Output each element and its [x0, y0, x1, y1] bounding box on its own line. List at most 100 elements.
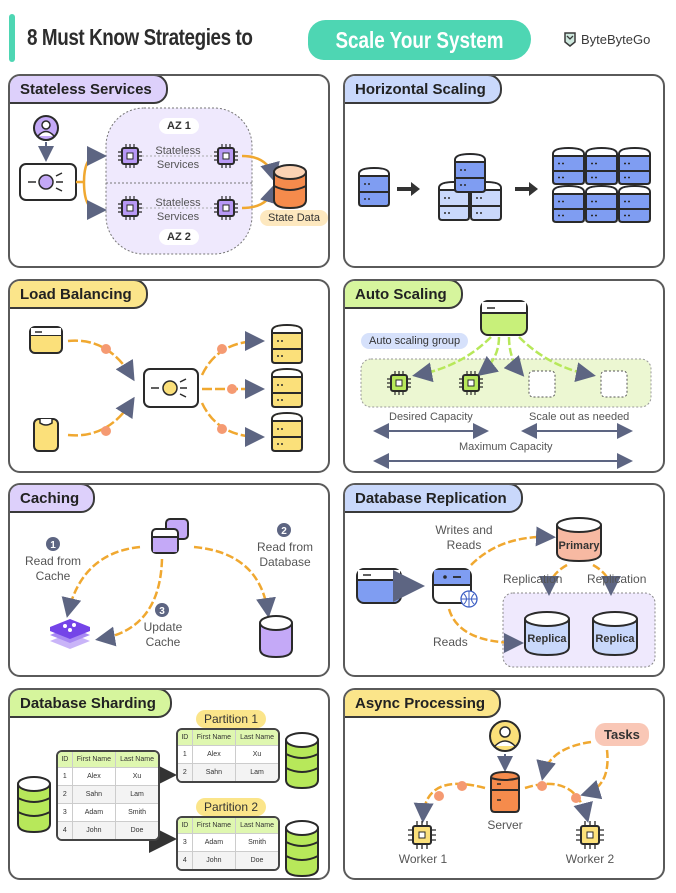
- message-dot: [457, 781, 467, 791]
- panel-load-balancing: Load Balancing: [8, 279, 330, 473]
- packet-dot: [227, 384, 237, 394]
- table-cell: 3: [58, 804, 73, 822]
- packet-dot: [101, 426, 111, 436]
- replica-database-icon: [524, 611, 570, 657]
- column-header: First Name: [72, 752, 117, 768]
- partition-1-database-icon: [285, 732, 319, 790]
- async-diagram: [408, 720, 609, 849]
- column-header: ID: [178, 818, 193, 834]
- panel-title: Async Processing: [345, 690, 502, 718]
- table-cell: Xu: [236, 746, 278, 764]
- panel-title: Database Replication: [345, 485, 523, 513]
- title-highlight: Scale Your System: [308, 20, 531, 60]
- panel-stateless-services: Stateless Services: [8, 74, 330, 268]
- step-1-label: Read from Cache: [24, 554, 82, 583]
- panel-horizontal-scaling: Horizontal Scaling: [343, 74, 665, 268]
- placeholder-instance: [528, 370, 556, 398]
- browser-client-icon: [356, 568, 402, 604]
- step-3-badge: [155, 603, 169, 617]
- worker-1-label: Worker 1: [398, 852, 448, 866]
- scale-out-label: Scale out as needed: [529, 411, 630, 423]
- source-database-icon: [17, 776, 51, 834]
- state-data-label: State Data: [260, 210, 328, 226]
- partition-1-label: Partition 1: [196, 710, 267, 728]
- app-window-icon: [151, 518, 189, 554]
- table-cell: 1: [58, 768, 73, 786]
- replication-right-label: Replication: [587, 572, 647, 586]
- table-cell: 2: [178, 764, 193, 781]
- table-cell: Lam: [236, 764, 278, 781]
- panel-title: Horizontal Scaling: [345, 76, 502, 104]
- table-cell: 1: [178, 746, 193, 764]
- server-label: Server: [487, 818, 523, 832]
- message-dot: [537, 781, 547, 791]
- panel-title: Load Balancing: [10, 281, 148, 309]
- panel-title: Database Sharding: [10, 690, 172, 718]
- table-cell: Adam: [72, 804, 117, 822]
- column-header: Last Name: [236, 730, 278, 746]
- load-balancing-diagram: [29, 323, 303, 452]
- sharding-diagram: [17, 732, 319, 878]
- logo: ByteByteGo: [563, 31, 650, 47]
- partition-2-label: Partition 2: [196, 798, 267, 816]
- mobile-client-icon: [33, 418, 59, 452]
- panel-async-processing: Async Processing Tas: [343, 688, 665, 880]
- table-cell: 3: [178, 834, 193, 852]
- column-header: ID: [178, 730, 193, 746]
- server-icon: [585, 146, 618, 185]
- state-database-icon: [273, 164, 307, 210]
- primary-database-icon: [556, 517, 602, 563]
- auto-scaling-diagram: [360, 300, 652, 469]
- message-dot: [434, 791, 444, 801]
- horizontal-scaling-diagram: [358, 146, 651, 223]
- az2-label: AZ 2: [159, 229, 199, 245]
- step-2-badge: [277, 523, 291, 537]
- step-2-label: Read from Database: [256, 540, 314, 569]
- desired-capacity-label: Desired Capacity: [389, 411, 473, 423]
- writes-reads-label: Writes and Reads: [435, 523, 493, 552]
- database-icon: [259, 615, 293, 659]
- replica-2-label: Replica: [595, 633, 635, 645]
- column-header: Last Name: [236, 818, 278, 834]
- replication-left-label: Replication: [503, 572, 563, 586]
- table-cell: Sahn: [192, 764, 237, 781]
- auto-scaling-group-label: Auto scaling group: [361, 333, 469, 349]
- chip-icon-az1-right: [214, 144, 238, 168]
- table-cell: Adam: [192, 834, 237, 852]
- column-header: First Name: [192, 730, 237, 746]
- table-cell: Doe: [236, 852, 278, 869]
- message-dot: [571, 793, 581, 803]
- server-icon: [552, 184, 585, 223]
- table-cell: John: [192, 852, 237, 869]
- step-2-number: 2: [281, 526, 287, 537]
- tasks-label: Tasks: [595, 723, 649, 746]
- server-icon: [358, 166, 390, 207]
- panel-title: Caching: [10, 485, 96, 513]
- replication-diagram: [356, 517, 656, 668]
- table-cell: Xu: [116, 768, 158, 786]
- replica-database-icon: [592, 611, 638, 657]
- web-server-icon: [432, 568, 478, 608]
- server-icon: [271, 323, 303, 364]
- table-cell: Alex: [192, 746, 237, 764]
- step-3-number: 3: [159, 606, 165, 617]
- step-1-badge: [46, 537, 60, 551]
- maximum-capacity-label: Maximum Capacity: [459, 441, 553, 453]
- panel-database-replication: Database Replication: [343, 483, 665, 677]
- column-header: ID: [58, 752, 73, 768]
- worker-2-chip-icon: [576, 821, 604, 849]
- chip-icon-az2-left: [118, 196, 142, 220]
- step-3-label: Update Cache: [143, 620, 183, 649]
- header-accent-bar: [9, 14, 15, 62]
- load-balancer-icon: [19, 163, 77, 201]
- server-icon: [454, 152, 486, 193]
- column-header: First Name: [192, 818, 237, 834]
